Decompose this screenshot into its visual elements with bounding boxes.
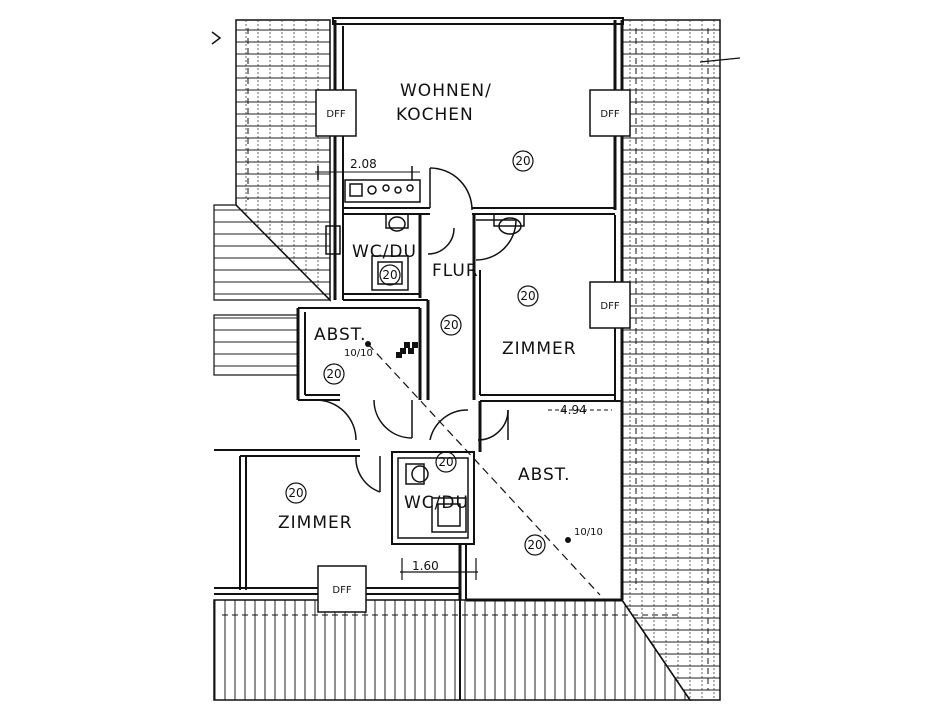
floor-code-flur: 20 bbox=[443, 318, 458, 332]
dff-zimmer-left: DFF bbox=[332, 585, 351, 596]
room-label-abst-right: ABST. bbox=[518, 465, 571, 485]
kitchen-counter bbox=[344, 179, 421, 203]
dim-room-width: 4.94 bbox=[560, 403, 587, 417]
room-label-wohnen: WOHNEN/ bbox=[400, 81, 492, 101]
floor-code-circles bbox=[285, 150, 546, 556]
door-swings bbox=[315, 167, 517, 493]
floor-code-zimmer-right: 20 bbox=[520, 289, 535, 303]
orientation-mark bbox=[211, 31, 222, 45]
room-label-zimmer-right: ZIMMER bbox=[502, 339, 577, 359]
floor-code-zimmer-left: 20 bbox=[288, 486, 303, 500]
dff-wohnen-left: DFF bbox=[326, 109, 345, 120]
sanitary-fixtures bbox=[325, 213, 525, 533]
roof-hatching bbox=[213, 19, 721, 701]
room-label-zimmer-left: ZIMMER bbox=[278, 513, 353, 533]
room-label-abst-left: ABST. bbox=[314, 325, 367, 345]
slope-label-left: 10/10 bbox=[344, 348, 373, 359]
floor-code-wohnen: 20 bbox=[515, 154, 530, 168]
storage-boxes bbox=[396, 342, 418, 358]
dim-line-bath bbox=[400, 558, 478, 580]
dff-wohnen-right: DFF bbox=[600, 109, 619, 120]
floor-code-wc-top: 20 bbox=[382, 268, 397, 282]
floor-code-abst-right: 20 bbox=[527, 538, 542, 552]
room-label-kochen: KOCHEN bbox=[396, 105, 474, 125]
slope-label-right: 10/10 bbox=[574, 527, 603, 538]
dim-kitchen-width: 2.08 bbox=[350, 157, 377, 171]
room-label-wcdu-bottom: WC/DU bbox=[404, 493, 469, 513]
roof-slope-line bbox=[367, 343, 601, 596]
floor-code-wc-bottom: 20 bbox=[438, 455, 453, 469]
dff-zimmer-right: DFF bbox=[600, 301, 619, 312]
dim-bath-width: 1.60 bbox=[412, 559, 439, 573]
room-label-flur: FLUR bbox=[432, 261, 479, 281]
roof-windows bbox=[315, 89, 631, 613]
room-label-wcdu-top: WC/DU bbox=[352, 242, 417, 262]
floor-code-abst-left: 20 bbox=[326, 367, 341, 381]
